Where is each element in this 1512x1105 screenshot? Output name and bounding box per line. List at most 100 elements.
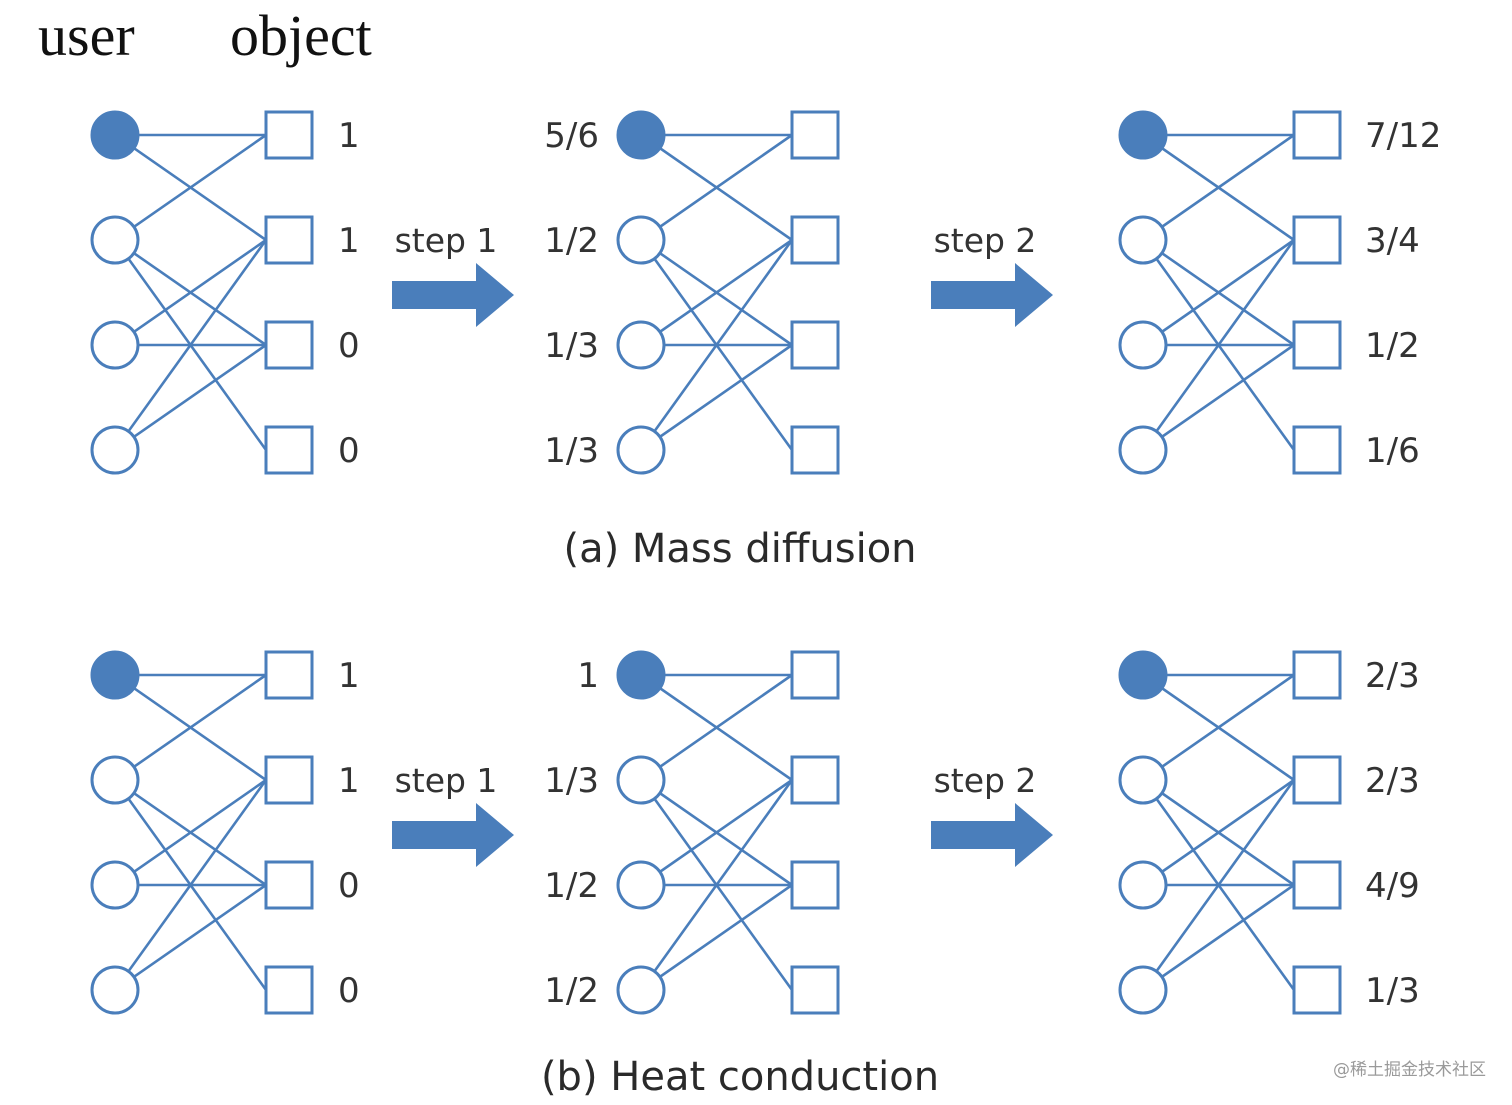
step-1-arrow [392,803,514,867]
panel-b-graph-1-edge [113,779,268,991]
panel-b-graph-3-object-node [1292,755,1342,805]
user-column-header: user [38,3,135,68]
panel-a-graph-2-edge [640,238,793,347]
panel-a-graph-1-object-node [264,215,314,265]
panel-b-user-value: 1 [577,656,599,696]
panel-b-graph-2-edge [639,779,794,991]
panel-a-graph-2-edge [639,239,794,451]
panel-a-graph-3-edge [1142,238,1295,347]
panel-a-graph-3-edge [1142,133,1295,242]
panel-a-graph-1-edge [114,133,267,242]
panel-b-graph-1-user-node [90,965,140,1015]
panel-a-graph-3-edge [1142,343,1295,452]
panel-b-graph-2-object-node [790,860,840,910]
panel-b-graph-3-object-node [1292,965,1342,1015]
panel-b-graph-1-user-node [90,650,140,700]
step-2-arrow [931,803,1053,867]
panel-b-final-object-value: 4/9 [1365,866,1420,906]
panel-a-graph-2-edge [640,343,793,452]
panel-a-graph-2-user-node [616,320,666,370]
panel-b-graph-3-object-node [1292,860,1342,910]
panel-a-graph-1-edge [114,238,267,347]
panel-b-graph-3-edge [1142,778,1295,887]
panel-a-graph-1-edge [113,239,268,451]
panel-a-graph-3-object-node [1292,110,1342,160]
step-1-arrow [392,263,514,327]
panel-b-step-label: step 1 [395,761,498,800]
panel-a-graph-2-user-node [616,110,666,160]
panel-b-graph-1-user-node [90,860,140,910]
panel-b-graph-1-object-node [264,755,314,805]
panel-b-graph-3-user-node [1118,650,1168,700]
panel-b-initial-object-value: 1 [338,656,360,696]
panel-a-caption: (a) Mass diffusion [563,526,916,572]
panel-a-graph-2-object-node [790,110,840,160]
panel-a-initial-object-value: 0 [338,431,360,471]
panel-b-final-object-value: 2/3 [1365,761,1420,801]
panel-b-final-object-value: 1/3 [1365,971,1420,1011]
panel-a-graph-1-user-node [90,110,140,160]
object-column-header: object [230,3,372,68]
panel-b-graph-2-object-node [790,965,840,1015]
panel-b-graph-2-user-node [616,965,666,1015]
panel-b-graph-2-edge [640,673,793,782]
panel-a-user-value: 5/6 [544,116,599,156]
panel-b-graph-3-user-node [1118,860,1168,910]
panel-b-graph-3-user-node [1118,755,1168,805]
panel-a-graph-1-object-node [264,320,314,370]
panel-a-graph-2-object-node [790,215,840,265]
panel-a-graph-3-user-node [1118,110,1168,160]
panel-b-graph-1-edge [114,883,267,992]
panel-b-graph-2-user-node [616,860,666,910]
panel-a-final-object-value: 1/2 [1365,326,1420,366]
panel-b-graph-3-object-node [1292,650,1342,700]
panel-a-graph-3-user-node [1118,425,1168,475]
panel-b-graph-2-object-node [790,755,840,805]
panel-b-caption: (b) Heat conduction [541,1054,939,1100]
panel-a-graph-1-object-node [264,110,314,160]
panel-b-graph-1-user-node [90,755,140,805]
panel-b-user-value: 1/2 [544,971,599,1011]
panel-a-graph-2-edge [640,133,793,242]
panel-b-graph-3-user-node [1118,965,1168,1015]
panel-a-final-object-value: 3/4 [1365,221,1420,261]
panel-b-graph-2-edge [640,883,793,992]
panel-a-graph-3-object-node [1292,425,1342,475]
panel-a-graph-2-user-node [616,215,666,265]
watermark: @稀土掘金技术社区 [1333,1060,1486,1080]
panel-a-final-object-value: 1/6 [1365,431,1420,471]
panel-b-step-label: step 2 [934,761,1037,800]
panel-a-step-label: step 1 [395,221,498,260]
panel-b-final-object-value: 2/3 [1365,656,1420,696]
panel-a-graph-2-object-node [790,425,840,475]
panel-b-user-value: 1/2 [544,866,599,906]
panel-b-graph-2-user-node [616,650,666,700]
panel-a-user-value: 1/3 [544,326,599,366]
panel-a-graph-3-user-node [1118,320,1168,370]
panel-a-graph-2-user-node [616,425,666,475]
panel-b-graph-1-object-node [264,965,314,1015]
panel-a-initial-object-value: 1 [338,221,360,261]
panel-a-step-label: step 2 [934,221,1037,260]
panel-a-graph-1-object-node [264,425,314,475]
panel-b-graph-1-object-node [264,650,314,700]
panel-b-graph-3-edge [1141,779,1296,991]
panel-a-user-value: 1/2 [544,221,599,261]
panel-a-graph-3-object-node [1292,320,1342,370]
panel-b-initial-object-value: 0 [338,971,360,1011]
panel-a-graph-1-edge [114,343,267,452]
panel-b-graph-2-edge [640,778,793,887]
panel-a-graph-3-object-node [1292,215,1342,265]
panel-b-graph-3-edge [1142,883,1295,992]
panel-b-graph-1-edge [114,673,267,782]
panel-a-graph-1-user-node [90,215,140,265]
panel-b-graph-1-object-node [264,860,314,910]
panel-b-graph-3-edge [1142,673,1295,782]
panel-a-graph-2-object-node [790,320,840,370]
panel-a-initial-object-value: 1 [338,116,360,156]
panel-a-graph-1-user-node [90,320,140,370]
panel-b-graph-1-edge [114,778,267,887]
panel-a-graph-3-user-node [1118,215,1168,265]
panel-a-user-value: 1/3 [544,431,599,471]
